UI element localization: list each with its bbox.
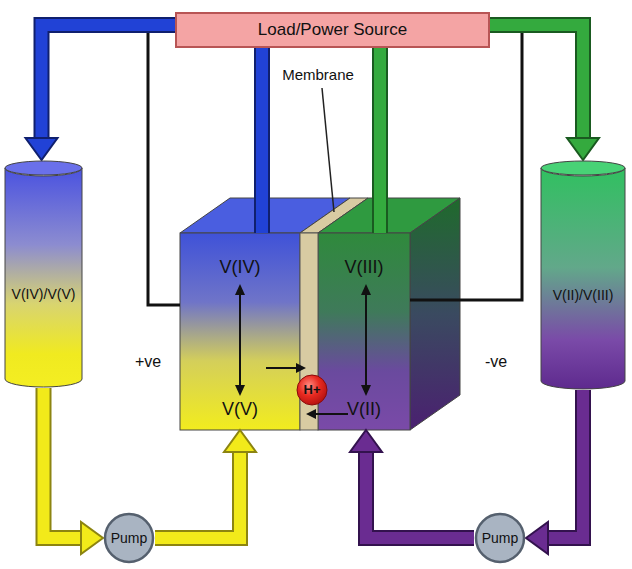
cell-side-face — [410, 198, 460, 430]
proton-arrow — [266, 363, 306, 373]
pipe-core — [546, 390, 583, 538]
arrowhead — [81, 522, 103, 554]
electrolyte-pipe — [350, 430, 474, 538]
node-text: Load/Power Source — [258, 20, 407, 40]
node-text: Pump — [482, 530, 519, 546]
proton-ball: H+ — [296, 374, 328, 406]
pipe-core — [148, 30, 180, 305]
electrolyte-pipe — [155, 430, 256, 538]
reaction-arrow — [361, 284, 371, 396]
electrolyte-tank: V(IV)/V(V) — [4, 160, 83, 388]
node-text: H+ — [304, 383, 321, 398]
negative-half-cell — [318, 233, 410, 430]
load-box: Load/Power Source — [175, 12, 490, 48]
electrolyte-tank: V(II)/V(III) — [540, 160, 626, 390]
positive-half-cell — [180, 233, 300, 430]
pipe-outline — [546, 390, 583, 538]
species-label: V(III) — [318, 257, 410, 278]
arrowhead — [526, 522, 548, 554]
species-label: V(V) — [180, 399, 300, 420]
electrolyte-pipe — [526, 390, 583, 554]
pump: Pump — [474, 512, 526, 564]
pipe-core — [44, 388, 84, 538]
electrolyte-pipe — [44, 388, 104, 554]
membrane-leader — [322, 88, 334, 212]
arrowhead — [350, 430, 382, 452]
pipe-outline — [155, 450, 240, 538]
polarity-label: +ve — [135, 353, 161, 371]
pump: Pump — [103, 512, 155, 564]
proton-arrow — [306, 409, 348, 419]
circuit-wire — [410, 30, 522, 300]
polarity-label: -ve — [485, 353, 507, 371]
pipe-core — [410, 30, 522, 300]
pipe-outline — [366, 450, 474, 538]
node-text: V(II)/V(III) — [553, 287, 614, 303]
electrolyte-tank-outline — [4, 160, 83, 388]
membrane-label: Membrane — [282, 66, 354, 83]
electrolyte-tank-outline — [540, 160, 626, 390]
node-text: V(IV)/V(V) — [12, 286, 76, 302]
species-label: V(II) — [318, 399, 410, 420]
half-cell: V(IV) V(V) — [180, 233, 300, 430]
species-label: V(IV) — [180, 257, 300, 278]
pipe-core — [155, 450, 240, 538]
arrowhead — [567, 138, 599, 160]
reaction-arrow — [235, 284, 245, 396]
node-text: Pump — [111, 530, 148, 546]
arrowhead — [224, 430, 256, 452]
circuit-wire — [148, 30, 180, 305]
half-cell: V(III) V(II) — [318, 233, 410, 430]
arrowhead — [26, 138, 58, 160]
pipe-core — [366, 450, 474, 538]
pipe-outline — [44, 388, 84, 538]
